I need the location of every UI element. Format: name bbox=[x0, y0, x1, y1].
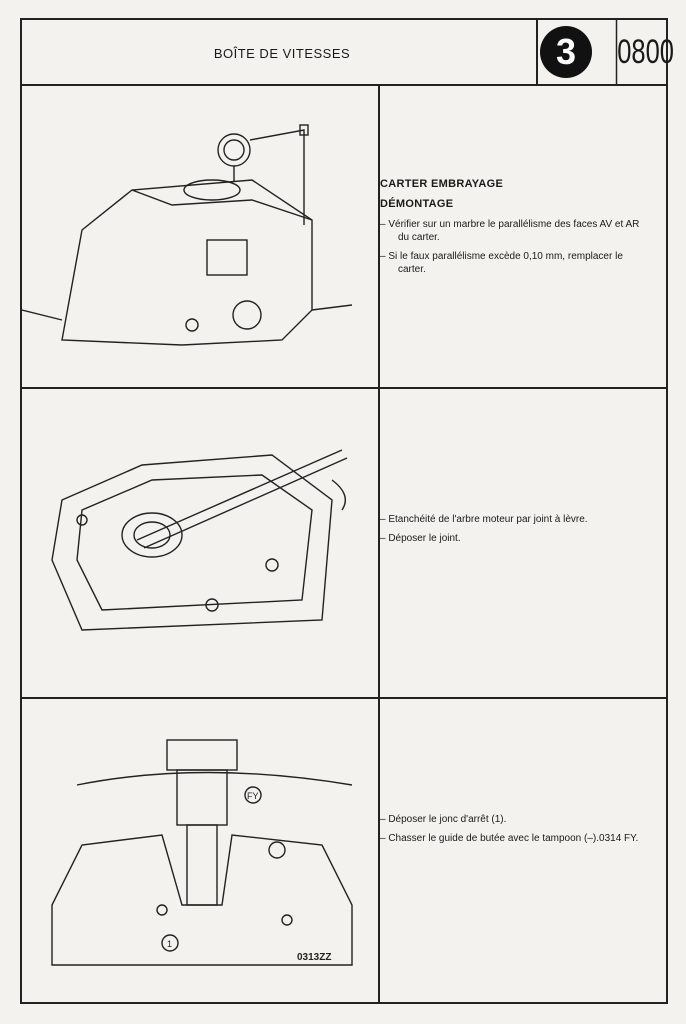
tool-callout: FY bbox=[247, 791, 259, 801]
section-1-text: CARTER EMBRAYAGE DÉMONTAGE – Vérifier su… bbox=[380, 178, 650, 282]
clutch-housing-dial-gauge-illustration bbox=[21, 110, 353, 355]
step: – Déposer le joint. bbox=[380, 533, 461, 544]
divider bbox=[536, 20, 538, 84]
section-2-text: – Etanchéité de l'arbre moteur par joint… bbox=[380, 513, 650, 551]
lip-seal-removal-illustration bbox=[22, 440, 362, 645]
step: – Etanchéité de l'arbre moteur par joint… bbox=[380, 514, 588, 525]
step: – Si le faux parallélisme excède 0,10 mm… bbox=[380, 251, 623, 275]
section-heading: CARTER EMBRAYAGE bbox=[380, 178, 504, 190]
section-3-text: – Déposer le jonc d'arrêt (1). – Chasser… bbox=[380, 813, 650, 851]
release-bearing-guide-illustration: FY 1 0313ZZ bbox=[22, 735, 362, 975]
section-number-badge: 3 bbox=[540, 26, 592, 78]
page-title: BOÎTE DE VITESSES bbox=[213, 46, 351, 61]
part-callout: 1 bbox=[167, 939, 172, 949]
page-frame: BOÎTE DE VITESSES 3 0800 bbox=[20, 18, 674, 1004]
section-row-2 bbox=[22, 387, 666, 699]
step: – Déposer le jonc d'arrêt (1). bbox=[380, 814, 507, 825]
page-header: BOÎTE DE VITESSES 3 0800 bbox=[22, 20, 674, 86]
column-divider bbox=[378, 84, 380, 1004]
page-code: 0800 bbox=[615, 20, 674, 84]
section-subheading: DÉMONTAGE bbox=[380, 198, 454, 210]
step: – Chasser le guide de butée avec le tamp… bbox=[380, 833, 639, 844]
figure-reference: 0313ZZ bbox=[297, 952, 331, 963]
section-row-1 bbox=[22, 84, 666, 389]
step: – Vérifier sur un marbre le parallélisme… bbox=[380, 219, 640, 243]
